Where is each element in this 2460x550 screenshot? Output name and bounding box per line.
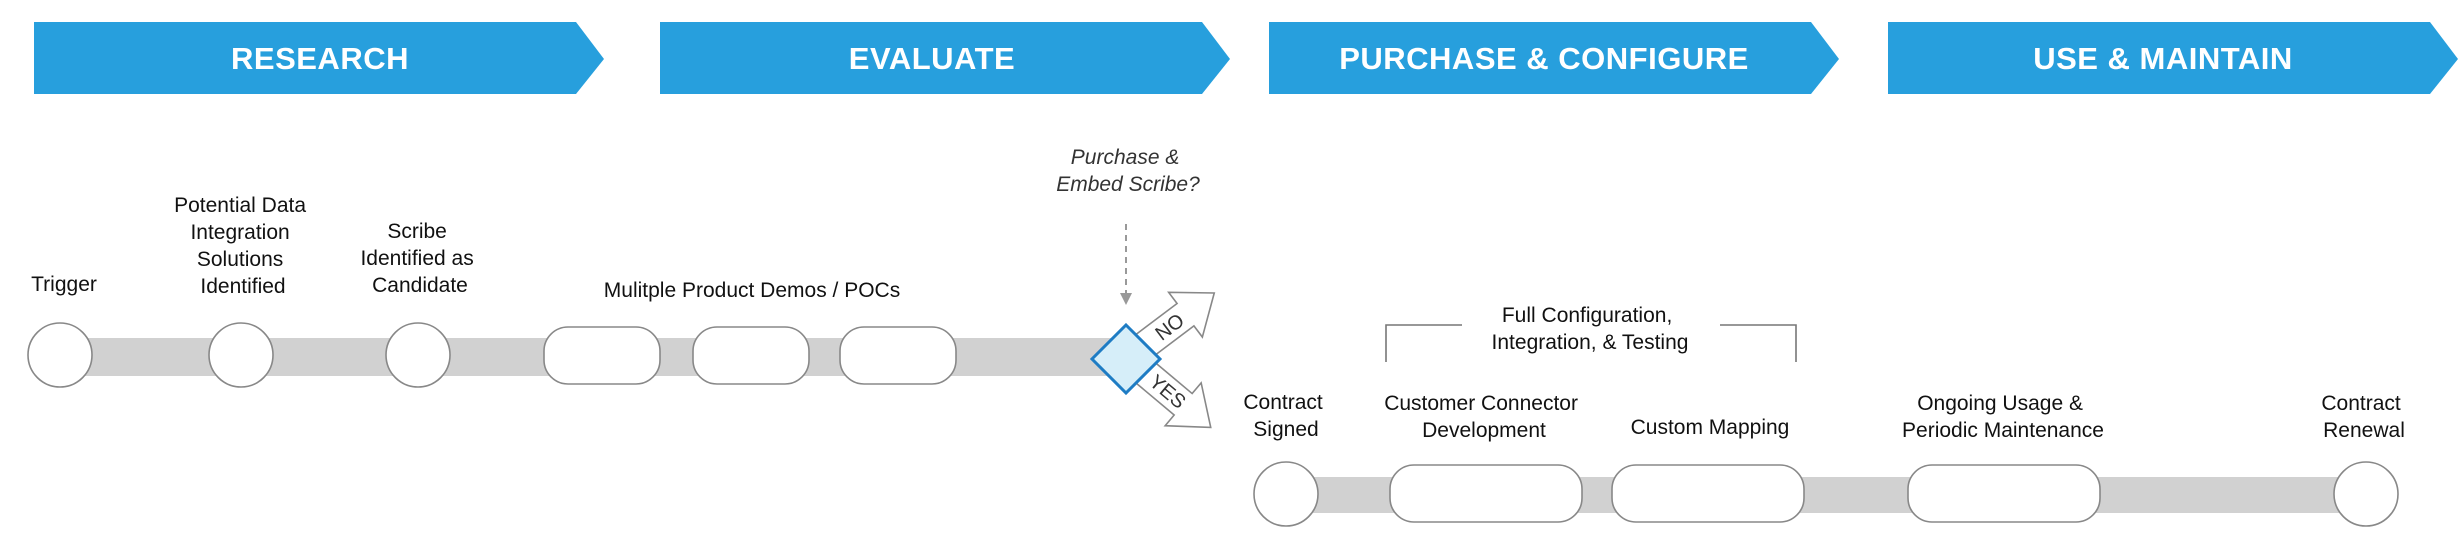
decision-pointer-arrowhead	[1120, 293, 1132, 305]
phase-evaluate-label: EVALUATE	[849, 41, 1015, 76]
phase-use-maintain-chevron	[1888, 22, 2458, 94]
demo-node-3	[839, 326, 957, 385]
solutions-identified-node	[208, 322, 274, 388]
phase-research-chevron	[34, 22, 604, 94]
phase-evaluate: EVALUATE	[660, 22, 1230, 94]
trigger-label: Trigger	[31, 273, 97, 296]
custom-mapping-label: Custom Mapping	[1631, 416, 1790, 439]
phase-evaluate-chevron	[660, 22, 1230, 94]
scribe-candidate-node	[385, 322, 451, 388]
phase-purchase-configure-chevron	[1269, 22, 1839, 94]
contract-signed-label: Contract Signed	[1243, 391, 1328, 441]
phase-purchase-configure: PURCHASE & CONFIGURE	[1269, 22, 1839, 94]
decision-question: Purchase & Embed Scribe?	[1056, 146, 1200, 196]
trigger-node	[27, 322, 93, 388]
ongoing-usage-label: Ongoing Usage & Periodic Maintenance	[1902, 392, 2104, 442]
bracket-label-background	[1462, 297, 1720, 359]
decision-diamond	[1089, 322, 1163, 396]
connector-development-label: Customer Connector Development	[1384, 392, 1584, 442]
demos-label: Mulitple Product Demos / POCs	[604, 279, 900, 302]
solutions-identified-label: Potential Data Integration Solutions Ide…	[174, 194, 312, 298]
phase-research: RESEARCH	[34, 22, 604, 94]
contract-signed-node	[1253, 461, 1319, 527]
contract-renewal-label: Contract Renewal	[2321, 392, 2406, 442]
bracket-label: Full Configuration, Integration, & Testi…	[1492, 304, 1689, 354]
connector-development-node	[1389, 464, 1583, 523]
custom-mapping-node	[1611, 464, 1805, 523]
phase-purchase-configure-label: PURCHASE & CONFIGURE	[1339, 41, 1749, 76]
phase-use-maintain-label: USE & MAINTAIN	[2033, 41, 2293, 76]
demo-node-2	[692, 326, 810, 385]
contract-renewal-node	[2333, 461, 2399, 527]
phase-use-maintain: USE & MAINTAIN	[1888, 22, 2458, 94]
phase-research-label: RESEARCH	[231, 41, 409, 76]
demo-node-1	[543, 326, 661, 385]
ongoing-usage-node	[1907, 464, 2101, 523]
scribe-candidate-label: Scribe Identified as Candidate	[360, 220, 479, 297]
